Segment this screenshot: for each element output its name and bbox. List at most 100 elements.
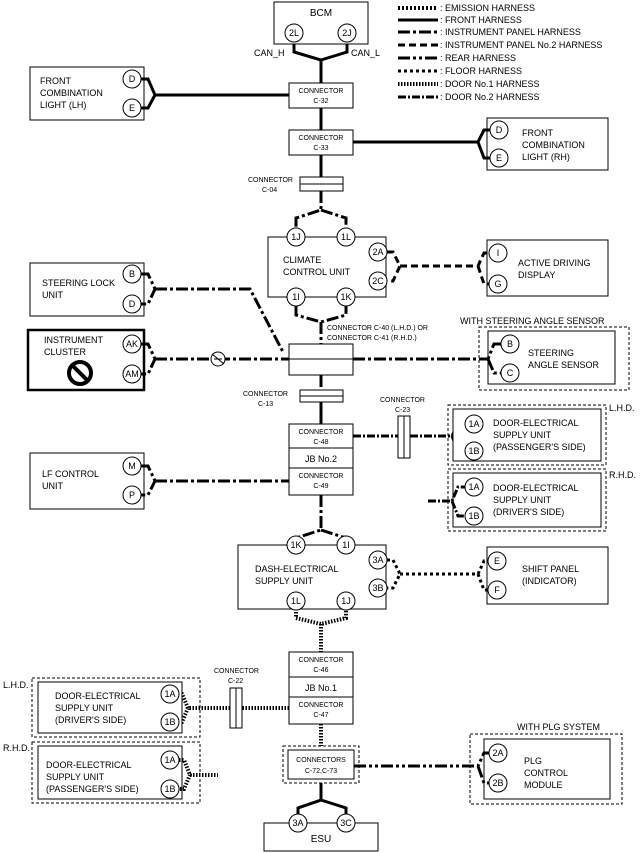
connector-c23: CONNECTOR C-23 [380, 397, 425, 459]
door-drv-bot-pin-1a [160, 684, 180, 704]
legend-front: : FRONT HARNESS [440, 15, 522, 25]
door-pass-top-pin-1b-label: 1B [468, 446, 479, 456]
active-line2: DISPLAY [518, 270, 555, 280]
lf-pin-m-label: M [128, 461, 136, 471]
connector-c40-c41: CONNECTOR C-40 (L.H.D.) OR CONNECTOR C-4… [288, 325, 428, 376]
dash-pin-1j-label: 1J [341, 596, 351, 606]
c04-word: CONNECTOR [248, 177, 293, 184]
angle-line2: ANGLE SENSOR [528, 360, 600, 370]
wire-dash-jb1 [294, 609, 348, 652]
legend-floor: : FLOOR HARNESS [440, 66, 522, 76]
lf-control-unit: LF CONTROL UNIT M P [29, 452, 145, 510]
lf-line2: UNIT [42, 481, 63, 491]
c48-label: C-48 [313, 439, 328, 446]
bcm-pin-2j-label: 2J [342, 28, 352, 38]
door-pass-bot-pin-1a-label: 1A [164, 755, 175, 765]
c48-word: CONNECTOR [299, 429, 344, 436]
connectors-c72-c73: CONNECTORS C-72,C-73 [282, 745, 360, 784]
plg-with-label: WITH PLG SYSTEM [517, 722, 600, 732]
c46-word: CONNECTOR [299, 657, 344, 664]
active-pin-g-label: G [494, 279, 501, 289]
bcm-label: BCM [310, 8, 332, 19]
door-drv-bot-line1: DOOR-ELECTRICAL [55, 691, 141, 701]
legend-door1: : DOOR No.1 HARNESS [440, 79, 540, 89]
steering-lock-unit: STEERING LOCK UNIT B D [29, 262, 145, 317]
c72-label: C-72,C-73 [305, 768, 337, 775]
c23-word: CONNECTOR [380, 397, 425, 404]
cluster-line1: INSTRUMENT [44, 335, 103, 345]
door-unit-passenger-rhd: R.H.D. DOOR-ELECTRICAL SUPPLY UNIT (PASS… [3, 741, 201, 804]
front-lh-line3: LIGHT (LH) [40, 100, 86, 110]
dash-pin-3b-label: 3B [372, 583, 383, 593]
legend-emission: : EMISSION HARNESS [440, 3, 535, 13]
can-bus-icon [210, 351, 226, 367]
c47-label: C-47 [313, 712, 328, 719]
dash-pin-1i-label: 1I [342, 540, 350, 550]
steering-lock-line2: UNIT [42, 290, 63, 300]
climate-line2: CONTROL UNIT [283, 267, 351, 277]
wire-lf-control [141, 464, 289, 497]
bcm-pin-2j [337, 23, 357, 43]
esu-pin-3a [288, 813, 308, 833]
front-rh-pin-d-label: D [496, 125, 503, 135]
instrument-cluster: INSTRUMENT CLUSTER AK AM [26, 328, 146, 392]
shift-line1: SHIFT PANEL [522, 564, 579, 574]
climate-line1: CLIMATE [283, 255, 321, 265]
dash-line1: DASH-ELECTRICAL [255, 564, 339, 574]
wire-c72-esu [296, 783, 348, 815]
door-pass-top-pin-1a-label: 1A [468, 419, 479, 429]
prohibited-icon [67, 360, 93, 386]
esu: ESU 3A 3C [263, 813, 379, 852]
cluster-pin-am-label: AM [125, 369, 139, 379]
dash-line2: SUPPLY UNIT [255, 576, 314, 586]
front-rh-line1: FRONT [522, 128, 553, 138]
shift-pin-f [487, 580, 507, 600]
bcm-pin-2l [284, 23, 304, 43]
climate-pin-1l-label: 1L [341, 232, 351, 242]
c33-label: C-33 [313, 145, 328, 152]
dash-pin-1i [336, 535, 356, 555]
plg-pin-2b-label: 2B [492, 778, 503, 788]
wire-can-l [320, 44, 349, 62]
door-drv-top-pin-1a-label: 1A [468, 482, 479, 492]
bcm-pin-2l-label: 2L [289, 28, 299, 38]
jb1-label: JB No.1 [305, 683, 337, 693]
lf-pin-p-label: P [129, 490, 135, 500]
front-rh-pin-e-label: E [496, 153, 502, 163]
angle-pin-c-label: C [507, 368, 514, 378]
legend-door2: : DOOR No.2 HARNESS [440, 92, 540, 102]
door-pass-bot-pin-1b [160, 779, 180, 799]
rhd-label-top: R.H.D. [609, 470, 636, 480]
plg-line3: MODULE [524, 780, 563, 790]
door-drv-bot-pin-1b [160, 712, 180, 732]
door-drv-bot-pin-1a-label: 1A [164, 689, 175, 699]
wire-active-display [387, 250, 489, 286]
door-pass-top-line2: SUPPLY UNIT [493, 430, 552, 440]
dash-electrical-supply-unit: DASH-ELECTRICAL SUPPLY UNIT 1K 1I 3A 3B … [237, 535, 388, 611]
door-drv-top-line3: (DRIVER'S SIDE) [493, 507, 564, 517]
dash-pin-1k [286, 535, 306, 555]
bcm: BCM 2L 2J CAN_H CAN_L [254, 1, 380, 58]
angle-with-label: WITH STEERING ANGLE SENSOR [460, 316, 605, 326]
front-combination-light-rh: FRONT COMBINATION LIGHT (RH) D E [486, 117, 609, 171]
dash-pin-1j [336, 591, 356, 611]
c47-word: CONNECTOR [299, 702, 344, 709]
steering-lock-line1: STEERING LOCK [42, 278, 115, 288]
active-line1: ACTIVE DRIVING [518, 258, 591, 268]
door-pass-bot-pin-1b-label: 1B [164, 784, 175, 794]
shift-pin-e-label: E [494, 556, 500, 566]
lf-line1: LF CONTROL [42, 469, 99, 479]
door-drv-top-line2: SUPPLY UNIT [493, 495, 552, 505]
shift-line2: (INDICATOR) [522, 576, 577, 586]
c22-label: C-22 [228, 678, 243, 685]
climate-pin-2c-label: 2C [372, 276, 384, 286]
door-drv-top-line1: DOOR-ELECTRICAL [493, 483, 579, 493]
dash-pin-1k-label: 1K [290, 540, 301, 550]
legend: : EMISSION HARNESS : FRONT HARNESS : INS… [398, 3, 602, 102]
legend-rear: : REAR HARNESS [440, 53, 516, 63]
steering-lock-pin-b-label: B [129, 269, 135, 279]
c32-word: CONNECTOR [299, 88, 344, 95]
door-pass-bot-line1: DOOR-ELECTRICAL [46, 760, 132, 770]
rhd-label-bottom: R.H.D. [3, 743, 30, 753]
climate-pin-1i [286, 287, 306, 307]
